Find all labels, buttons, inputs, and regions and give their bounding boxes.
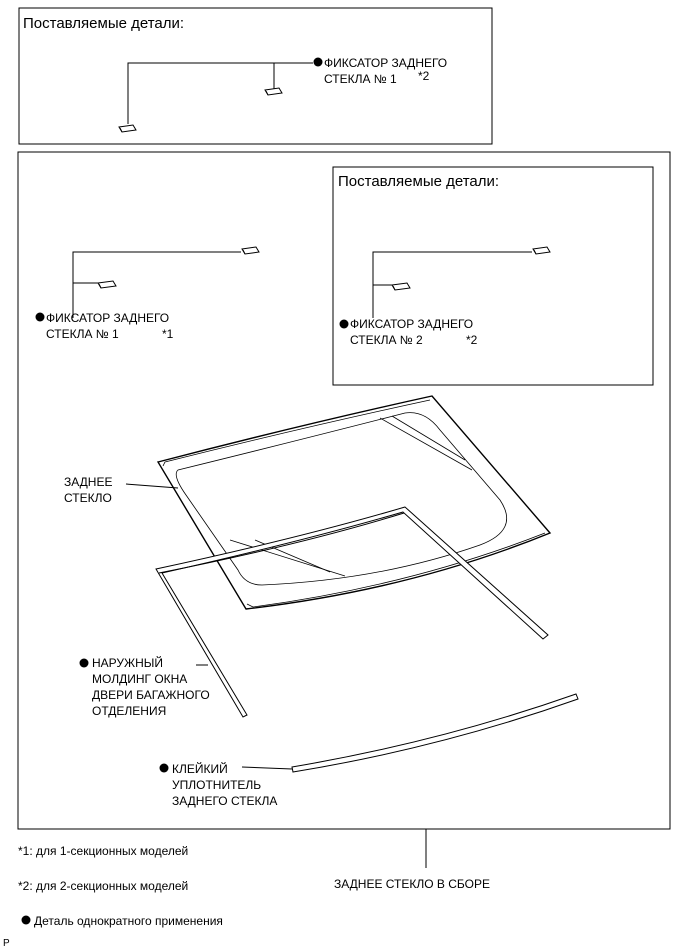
top-part-label-line1: ФИКСАТОР ЗАДНЕГО: [324, 56, 447, 70]
molding-label-line1: НАРУЖНЫЙ: [92, 655, 163, 670]
legend-label: Деталь однократного применения: [34, 914, 223, 928]
dam-label-line2: УПЛОТНИТЕЛЬ: [172, 778, 261, 792]
inner-retainer-clip-b: [391, 282, 411, 291]
molding-label-line4: ОТДЕЛЕНИЯ: [92, 704, 166, 718]
footnote-2: *2: для 2-секционных моделей: [18, 879, 188, 893]
top-part-bullet: [313, 57, 323, 67]
top-retainer-clip-a: [118, 124, 137, 133]
top-retainer-clip-b: [264, 87, 283, 96]
top-leader: [127, 62, 313, 124]
top-part-ref: *2: [418, 69, 430, 83]
assembly-label: ЗАДНЕЕ СТЕКЛО В СБОРЕ: [334, 877, 490, 891]
left-part-ref: *1: [162, 327, 174, 341]
inner-box-header: Поставляемые детали:: [338, 173, 499, 190]
left-retainer-clip-b: [97, 280, 117, 289]
dam-bullet: [159, 763, 169, 773]
dam-drawing: [291, 693, 579, 773]
footnote-1: *1: для 1-секционных моделей: [18, 844, 188, 858]
inner-part-bullet: [339, 319, 349, 329]
dam-label-line3: ЗАДНЕГО СТЕКЛА: [172, 794, 277, 808]
inner-part-label-line2: СТЕКЛА № 2: [350, 333, 423, 347]
top-supplied-parts-box: [18, 7, 493, 145]
molding-label-line2: МОЛДИНГ ОКНА: [92, 672, 187, 686]
left-leader: [72, 251, 241, 318]
left-retainer-clip-a: [241, 246, 260, 255]
corner-code: P: [3, 938, 10, 949]
rear-glass-label-line1: ЗАДНЕЕ: [64, 475, 112, 489]
rear-glass-leader: [125, 483, 179, 489]
left-part-label-line2: СТЕКЛА № 1: [46, 327, 119, 341]
top-box-header: Поставляемые детали:: [23, 15, 184, 32]
left-part-label-line1: ФИКСАТОР ЗАДНЕГО: [46, 311, 169, 325]
inner-supplied-parts-box: [332, 166, 654, 386]
molding-bullet: [79, 658, 89, 668]
inner-retainer-clip-a: [532, 246, 551, 255]
molding-drawing: [155, 506, 549, 718]
dam-leader: [241, 766, 293, 770]
inner-leader: [372, 251, 532, 318]
top-part-label-line2: СТЕКЛА № 1: [324, 72, 397, 86]
main-assembly-box: [17, 151, 671, 830]
dam-label-line1: КЛЕЙКИЙ: [172, 761, 228, 776]
inner-part-label-line1: ФИКСАТОР ЗАДНЕГО: [350, 317, 473, 331]
rear-glass-label-line2: СТЕКЛО: [64, 491, 112, 505]
rear-glass-drawing: [156, 395, 552, 610]
left-part-bullet: [35, 312, 45, 322]
inner-part-ref: *2: [466, 333, 478, 347]
legend-bullet: [21, 915, 31, 925]
molding-label-line3: ДВЕРИ БАГАЖНОГО: [92, 688, 210, 702]
